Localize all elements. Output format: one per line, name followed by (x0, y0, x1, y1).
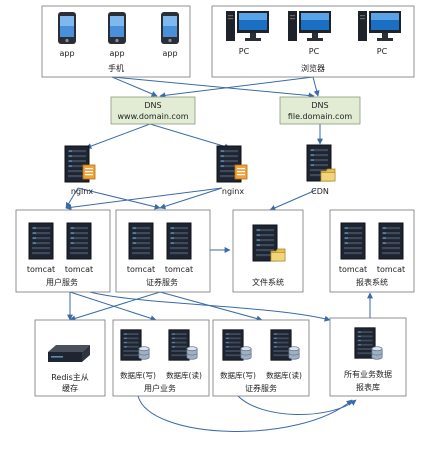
server-icon (66, 222, 92, 260)
stock-service-db-label: 证券服务 (245, 383, 277, 393)
dns-domain: file.domain.com (288, 112, 353, 121)
db-read-label: 数据库(读) (266, 370, 302, 380)
db-read-label: 数据库(读) (166, 370, 202, 380)
folder-icon (270, 248, 286, 262)
db-write-label: 数据库(写) (220, 370, 256, 380)
report-db-box: 所有业务数据 报表库 (329, 317, 407, 397)
file-system-label: 文件系统 (252, 277, 284, 287)
dns-title: DNS (311, 101, 328, 110)
pc-label: PC (239, 47, 250, 56)
tomcat-label: tomcat (65, 265, 93, 274)
redis-server-icon (48, 345, 90, 362)
stock-service-label: 证券服务 (146, 277, 178, 287)
smartphone-icon (161, 12, 179, 44)
database-icon (240, 346, 252, 360)
phone-label: app (109, 49, 124, 58)
redis-cache-box: Redis主从 缓存 (34, 319, 106, 397)
smartphone-icon (108, 12, 126, 44)
config-file-icon (234, 164, 248, 180)
nginx-node: nginx (64, 145, 96, 196)
server-icon (222, 329, 244, 361)
pc-label: PC (377, 47, 388, 56)
report-system-label: 报表系统 (356, 277, 388, 287)
redis-label: Redis主从 (51, 372, 89, 382)
nginx-node: nginx (216, 145, 248, 196)
dns-right: DNS file.domain.com (279, 96, 361, 125)
cdn-label: CDN (311, 187, 329, 196)
tomcat-label: tomcat (27, 265, 55, 274)
nginx-label: nginx (71, 187, 93, 196)
server-icon (340, 222, 366, 260)
user-business-label: 用户业务 (144, 383, 176, 393)
phone-label: app (59, 49, 74, 58)
folder-icon (320, 168, 336, 182)
dns-left: DNS www.domain.com (110, 96, 196, 125)
report-db-label: 所有业务数据 (344, 369, 392, 379)
browser-group-label: 浏览器 (301, 63, 325, 73)
redis-sublabel: 缓存 (62, 383, 78, 393)
dns-title: DNS (144, 101, 161, 110)
server-icon (128, 222, 154, 260)
phone-label: app (162, 49, 177, 58)
user-business-db-box: 数据库(写) 数据库(读) 用户业务 (112, 319, 210, 397)
config-file-icon (82, 164, 96, 180)
server-icon (378, 222, 404, 260)
mobile-group-label: 手机 (108, 63, 124, 73)
cdn-node: CDN (306, 144, 336, 196)
tomcat-label: tomcat (127, 265, 155, 274)
stock-service-cluster: tomcat tomcat 证券服务 (115, 209, 211, 293)
mobile-group: app app app 手机 (41, 5, 191, 78)
tomcat-label: tomcat (377, 265, 405, 274)
report-db-sublabel: 报表库 (356, 382, 380, 392)
stock-service-db-box: 数据库(写) 数据库(读) 证券服务 (212, 319, 310, 397)
server-icon (120, 329, 142, 361)
database-icon (138, 346, 150, 360)
file-system-node: 文件系统 (232, 209, 304, 293)
connectors (65, 76, 373, 432)
pc-label: PC (309, 47, 320, 56)
tomcat-label: tomcat (165, 265, 193, 274)
server-icon (166, 222, 192, 260)
db-write-label: 数据库(写) (120, 370, 156, 380)
browser-group: PC PC PC 浏览器 (211, 5, 415, 78)
report-system-cluster: tomcat tomcat 报表系统 (329, 209, 415, 293)
dns-domain: www.domain.com (117, 112, 188, 121)
user-service-label: 用户服务 (46, 277, 78, 287)
database-icon (371, 346, 383, 360)
server-icon (270, 329, 292, 361)
user-service-cluster: tomcat tomcat 用户服务 (15, 209, 111, 293)
nginx-label: nginx (222, 187, 244, 196)
tomcat-label: tomcat (339, 265, 367, 274)
server-icon (168, 329, 190, 361)
database-icon (186, 346, 198, 360)
database-icon (288, 346, 300, 360)
server-icon (28, 222, 54, 260)
smartphone-icon (58, 12, 76, 44)
